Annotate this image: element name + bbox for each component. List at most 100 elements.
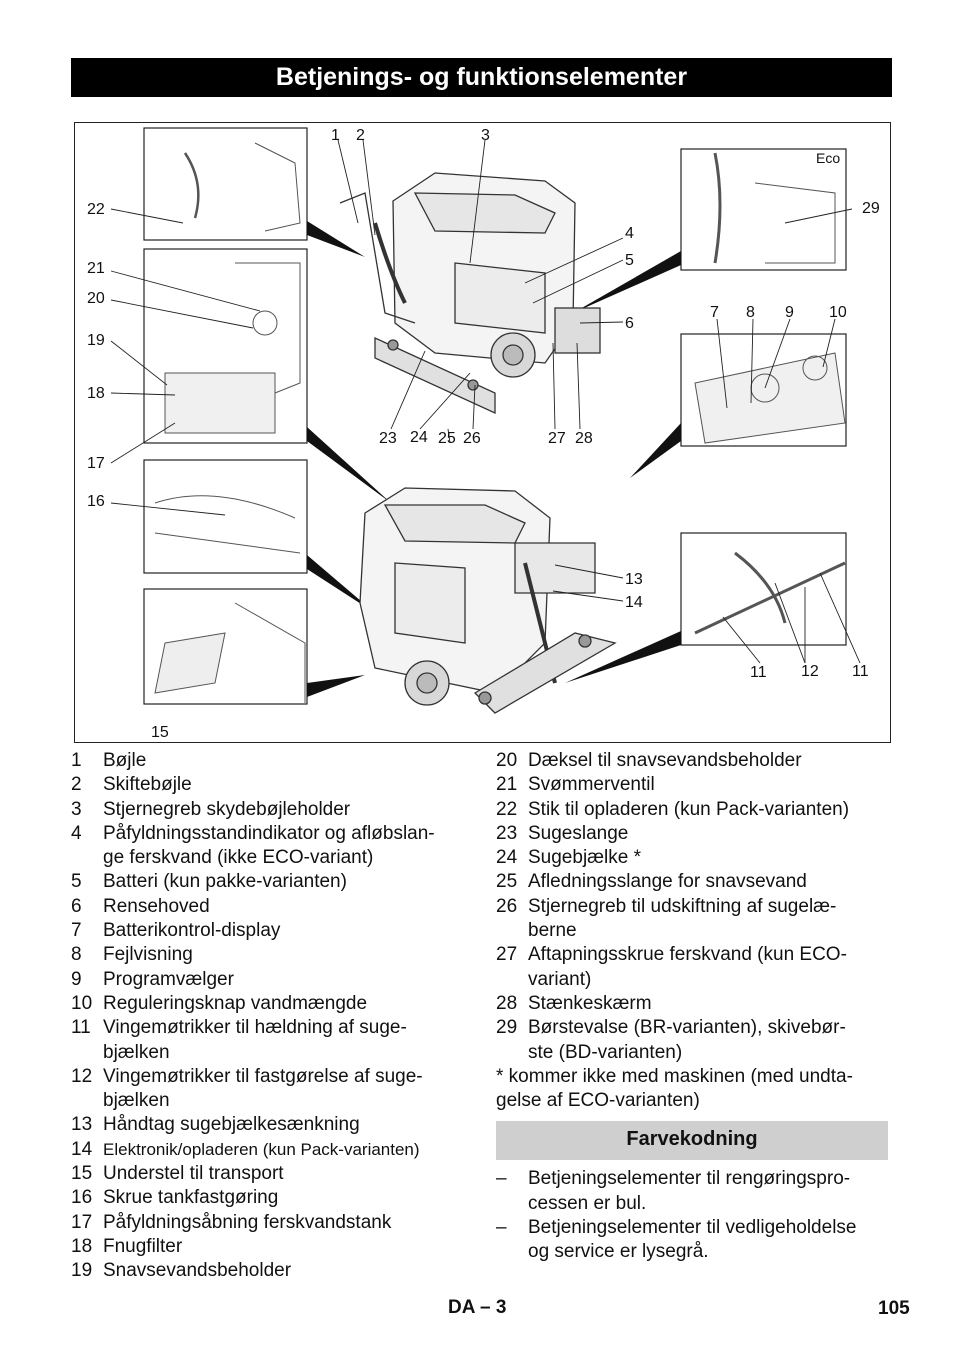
legend-num	[496, 968, 528, 992]
callout-11b: 11	[852, 663, 869, 680]
callout-26: 26	[463, 430, 481, 447]
legend-item: bjælken	[71, 1089, 471, 1113]
callout-20: 20	[87, 290, 105, 307]
legend-item: 3 Stjernegreb skydebøjleholder	[71, 798, 471, 822]
legend-num: 28	[496, 992, 518, 1014]
legend-item: 16 Skrue tankfastgøring	[71, 1186, 471, 1210]
legend-num: 19	[71, 1260, 93, 1282]
legend-num: 22	[496, 798, 518, 820]
callout-13: 13	[625, 571, 643, 588]
legend-text: Elektronik/opladeren (kun Pack-varianten…	[103, 1139, 420, 1159]
legend-text: Fnugfilter	[103, 1235, 183, 1257]
legend-text: Håndtag sugebjælkesænkning	[103, 1114, 360, 1136]
legend-num	[496, 919, 528, 943]
legend-num: 26	[496, 895, 518, 917]
dash-bullet: –	[496, 1168, 507, 1190]
legend-item: ge ferskvand (ikke ECO-variant)	[71, 846, 471, 870]
legend-num: 16	[71, 1187, 93, 1209]
legend-text: Batteri (kun pakke-varianten)	[103, 871, 347, 893]
callout-23: 23	[379, 430, 397, 447]
callout-3: 3	[481, 127, 490, 144]
callout-16: 16	[87, 493, 105, 510]
callout-27: 27	[548, 430, 566, 447]
footnote-line-1: * kommer ikke med maskinen (med undta-	[496, 1065, 853, 1087]
legend-text: Påfyldningsåbning ferskvandstank	[103, 1211, 392, 1233]
legend-text: Stænkeskærm	[528, 992, 652, 1014]
callout-22: 22	[87, 201, 105, 218]
machine-illustration: 1 2 3 4 5 6 7 8 9 10 11 12 11 13 14 15 1…	[74, 122, 891, 743]
legend-num: 9	[71, 968, 82, 990]
callout-17: 17	[87, 455, 105, 472]
footer-section-code: DA – 3	[448, 1297, 507, 1318]
legend-text: Skrue tankfastgøring	[103, 1187, 279, 1209]
legend-text: berne	[528, 920, 577, 942]
legend-item: ste (BD-varianten)	[496, 1041, 888, 1065]
legend-text: Batterikontrol-display	[103, 920, 281, 942]
callout-1: 1	[331, 127, 340, 144]
legend-num: 4	[71, 822, 82, 844]
list-text-line: Betjeningselementer til rengøringspro-	[528, 1168, 851, 1190]
section-title: Betjenings- og funktionselementer	[71, 58, 892, 97]
legend-text: Vingemøtrikker til hældning af suge-	[103, 1017, 407, 1039]
legend-text: Fejlvisning	[103, 944, 193, 966]
callout-2: 2	[356, 127, 365, 144]
legend-num: 7	[71, 920, 82, 942]
callout-18: 18	[87, 385, 105, 402]
legend-text: Bøjle	[103, 750, 147, 771]
legend-item: 28 Stænkeskærm	[496, 992, 888, 1016]
callout-15: 15	[151, 724, 169, 741]
legend-text: Stjernegreb til udskiftning af sugelæ-	[528, 895, 837, 917]
legend-num: 2	[71, 774, 82, 796]
footnote: * kommer ikke med maskinen (med undta- g…	[496, 1065, 888, 1114]
legend-text: Stjernegreb skydebøjleholder	[103, 798, 351, 820]
legend-num: 27	[496, 944, 518, 966]
footnote-line-2: gelse af ECO-varianten)	[496, 1090, 700, 1112]
legend-num: 25	[496, 871, 518, 893]
legend-text: Programvælger	[103, 968, 234, 990]
legend-text: Afledningsslange for snavsevand	[528, 871, 807, 893]
legend-item: 19 Snavsevandsbeholder	[71, 1259, 471, 1283]
legend-item: 7 Batterikontrol-display	[71, 919, 471, 943]
inset-tank-screw	[143, 459, 308, 574]
legend-text: ge ferskvand (ikke ECO-variant)	[103, 847, 374, 869]
legend-item: 5 Batteri (kun pakke-varianten)	[71, 870, 471, 894]
legend-num: 5	[71, 871, 82, 893]
legend-item: 27 Aftapningsskrue ferskvand (kun ECO-	[496, 943, 888, 967]
callout-28: 28	[575, 430, 593, 447]
legend-text: Børstevalse (BR-varianten), skivebør-	[528, 1017, 846, 1039]
callout-24: 24	[410, 429, 428, 446]
list-item: –Betjeningselementer til rengøringspro-c…	[496, 1167, 888, 1216]
color-coding-list: –Betjeningselementer til rengøringspro-c…	[496, 1167, 888, 1264]
page-number: 105	[878, 1298, 910, 1319]
callout-8: 8	[746, 304, 755, 321]
callout-12: 12	[801, 663, 819, 680]
legend-num: 21	[496, 774, 518, 796]
legend-text: ste (BD-varianten)	[528, 1041, 683, 1063]
legend-text: bjælken	[103, 1090, 170, 1112]
legend-num: 20	[496, 750, 518, 771]
legend-num: 6	[71, 895, 82, 917]
legend-num	[496, 1041, 528, 1065]
legend-text: Aftapningsskrue ferskvand (kun ECO-	[528, 944, 847, 966]
callout-14: 14	[625, 594, 643, 611]
legend-num: 8	[71, 944, 82, 966]
legend-item: bjælken	[71, 1041, 471, 1065]
list-text-line: og service er lysegrå.	[528, 1241, 709, 1263]
legend-num: 23	[496, 822, 518, 844]
callout-4: 4	[625, 225, 634, 242]
legend-text: Snavsevandsbeholder	[103, 1260, 292, 1282]
legend-num: 3	[71, 798, 82, 820]
